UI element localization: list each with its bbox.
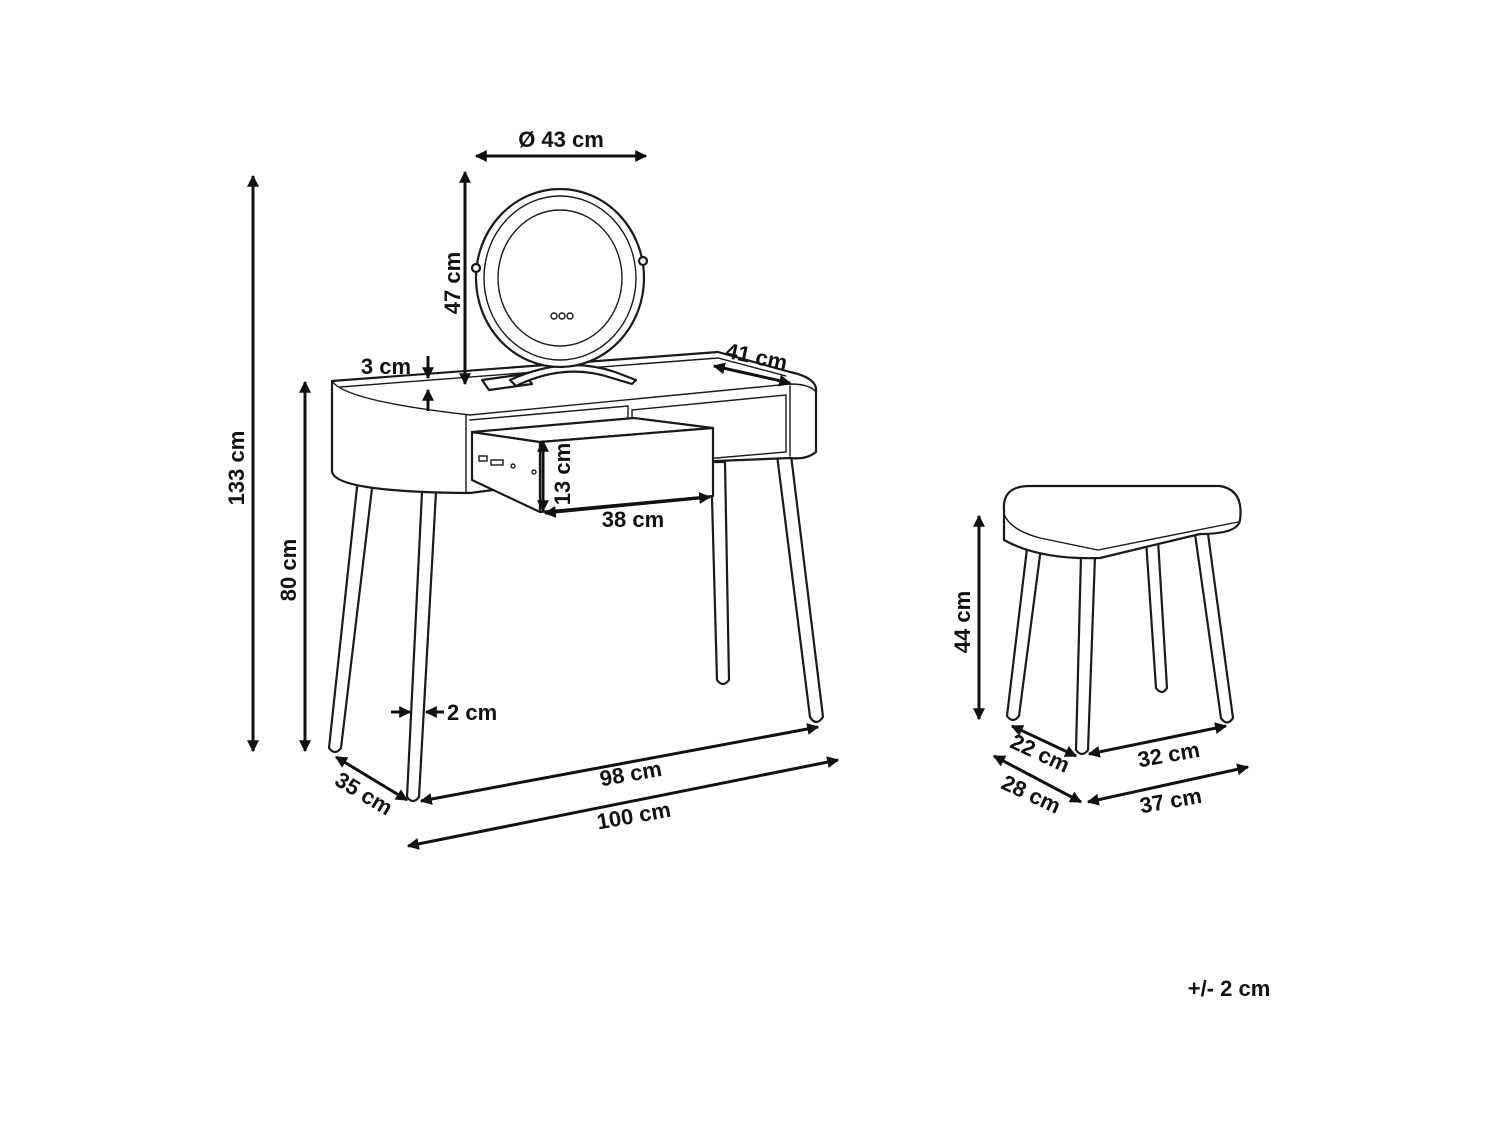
touch-button-icon <box>550 312 558 320</box>
front-leg-right <box>405 490 438 803</box>
dim-line-stool-width <box>1086 763 1250 806</box>
rear-leg-right <box>775 453 825 724</box>
mirror-glass <box>497 209 623 347</box>
dim-line-stool-depth <box>992 754 1083 804</box>
stool-seat <box>1002 484 1242 560</box>
dim-line-top-depth <box>712 362 792 387</box>
label-top-thickness: 3 cm <box>361 354 411 379</box>
stool-rear-leg-left <box>1144 538 1169 694</box>
label-tolerance: +/- 2 cm <box>1188 976 1271 1001</box>
front-leg-left <box>327 476 375 754</box>
rear-leg-left <box>709 460 731 686</box>
drawer-rail-screw <box>510 463 516 469</box>
label-drawer-height: 13 cm <box>550 443 575 505</box>
dim-line-table-width <box>406 756 840 850</box>
drawer-rail-detail <box>478 455 488 462</box>
dim-line-stool-inner-width <box>1087 722 1228 758</box>
mirror-frame <box>474 187 646 369</box>
label-total-height: 133 cm <box>224 431 249 506</box>
open-drawer-side <box>470 430 542 514</box>
mirror-frame-inner <box>483 195 637 361</box>
label-table-width: 100 cm <box>595 797 673 835</box>
stool-seat-edge <box>1003 513 1239 551</box>
stool-rear-leg-right <box>1193 532 1235 724</box>
dressing-table <box>327 187 825 803</box>
round-led-mirror <box>470 187 649 369</box>
label-inner-width: 98 cm <box>598 756 664 791</box>
dim-line-drawer-width <box>543 492 712 518</box>
label-stool-inner-depth: 22 cm <box>1007 729 1074 778</box>
touch-button-icon-3 <box>566 312 574 320</box>
drawer-rail-detail-2 <box>490 459 504 466</box>
label-mirror-height: 47 cm <box>440 252 465 314</box>
dimension-lines <box>247 150 1250 850</box>
label-drawer-width: 38 cm <box>602 507 664 532</box>
mirror-pivot-left <box>470 262 482 274</box>
label-table-height: 80 cm <box>276 539 301 601</box>
label-stool-height: 44 cm <box>950 591 975 653</box>
stool <box>1002 484 1242 756</box>
drawer-opening-left <box>469 405 629 421</box>
touch-button-icon-2 <box>558 312 566 320</box>
dim-line-table-depth <box>334 755 409 802</box>
dim-line-stool-inner-depth <box>1010 724 1078 758</box>
label-mirror-diameter: Ø 43 cm <box>518 127 604 152</box>
stool-front-leg-right <box>1074 554 1097 756</box>
dimension-labels: Ø 43 cm 47 cm 133 cm 3 cm 41 cm 13 cm 38… <box>224 127 1270 1001</box>
table-top-front-edge <box>331 380 817 416</box>
drawer-rail-screw-2 <box>531 469 537 475</box>
mirror-pivot-right <box>637 255 649 267</box>
label-leg-width: 2 cm <box>447 700 497 725</box>
stool-front-leg-left <box>1005 538 1044 722</box>
